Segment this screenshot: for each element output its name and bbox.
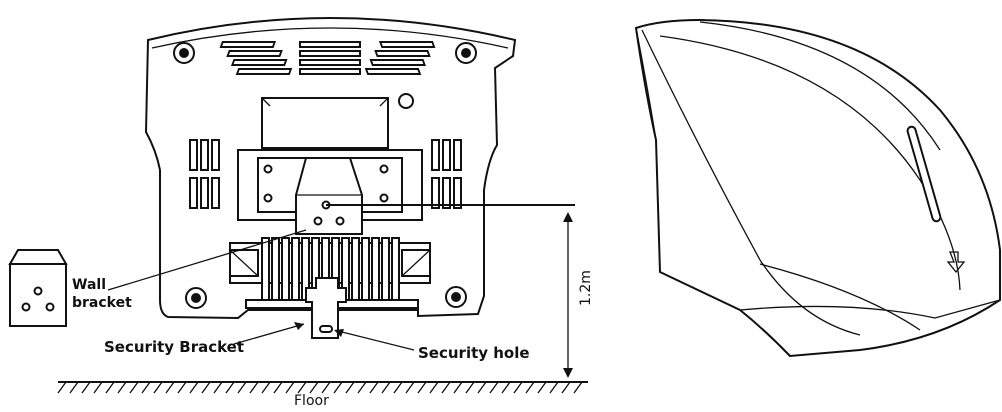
arrow-down-icon: [946, 251, 966, 274]
floor-hatch-mark: [477, 381, 487, 394]
security-hole-label: Security hole: [418, 344, 530, 362]
screw-bottom-left: [185, 287, 207, 309]
floor-hatch-mark: [537, 381, 547, 394]
floor-hatch-mark: [417, 381, 427, 394]
floor-hatch-mark: [309, 381, 319, 394]
floor-hatch-mark: [261, 381, 271, 394]
dryer-perspective-view: [634, 18, 1001, 358]
floor-hatch-mark: [429, 381, 439, 394]
floor-hatch-mark: [561, 381, 571, 394]
side-vents-left: [189, 139, 220, 209]
floor-label: Floor: [294, 393, 329, 409]
mount-plate-screws: [263, 164, 389, 203]
floor-hatch-mark: [81, 381, 91, 394]
height-dimension: [563, 212, 573, 378]
floor-hatch-mark: [297, 381, 307, 394]
height-label: 1.2m: [578, 270, 594, 306]
floor-hatch-mark: [321, 381, 331, 394]
security-hole-leader: [334, 329, 415, 351]
floor-line: [57, 381, 588, 394]
floor-hatch-mark: [393, 381, 403, 394]
floor-hatch-mark: [93, 381, 103, 394]
side-vents-right: [431, 139, 462, 209]
floor-hatch-mark: [153, 381, 163, 394]
floor-hatch-mark: [357, 381, 367, 394]
dryer-front-body: [634, 18, 1001, 358]
security-bracket: [305, 277, 347, 339]
floor-hatch-mark: [441, 381, 451, 394]
floor-hatch-mark: [129, 381, 139, 394]
floor-hatch-mark: [69, 381, 79, 394]
wall-bracket-label-line1: Wall: [72, 277, 106, 293]
floor-hatch-mark: [117, 381, 127, 394]
socket-outlet: [8, 249, 68, 327]
floor-hatch-mark: [249, 381, 259, 394]
floor-hatch-mark: [489, 381, 499, 394]
dryer-back-view: [144, 17, 517, 339]
sensor-window: [906, 125, 942, 223]
floor-hatch-mark: [501, 381, 511, 394]
floor-hatch-mark: [165, 381, 175, 394]
wall-bracket-leader: [107, 229, 307, 291]
floor-hatch-mark: [381, 381, 391, 394]
floor-hatch-mark: [105, 381, 115, 394]
label-plate: [261, 97, 389, 149]
bottom-grille: [229, 237, 431, 309]
floor-hatch-mark: [453, 381, 463, 394]
floor-hatch-mark: [513, 381, 523, 394]
floor-hatch-mark: [369, 381, 379, 394]
top-vent-grille: [219, 41, 436, 75]
wall-bracket: [295, 157, 363, 235]
floor-hatch-mark: [141, 381, 151, 394]
floor-hatch-mark: [177, 381, 187, 394]
security-bracket-leader: [233, 322, 305, 345]
floor-hatch-mark: [57, 381, 67, 394]
small-hole: [398, 93, 414, 109]
floor-hatch-mark: [237, 381, 247, 394]
screw-bottom-right: [445, 286, 467, 308]
floor-hatch-mark: [465, 381, 475, 394]
security-bracket-label: Security Bracket: [104, 338, 244, 356]
floor-hatch-mark: [573, 381, 583, 394]
floor-hatch-mark: [525, 381, 535, 394]
wall-bracket-label-line2: bracket: [72, 295, 132, 311]
screw-top-left: [173, 42, 195, 64]
floor-hatch-mark: [213, 381, 223, 394]
dryer-side-panel: [635, 27, 661, 273]
floor-hatch-mark: [405, 381, 415, 394]
floor-hatch-mark: [273, 381, 283, 394]
floor-hatch-mark: [225, 381, 235, 394]
floor-hatch-mark: [189, 381, 199, 394]
floor-hatch-mark: [201, 381, 211, 394]
floor-hatch-mark: [345, 381, 355, 394]
floor-hatch-mark: [549, 381, 559, 394]
screw-top-right: [455, 42, 477, 64]
floor-hatch-mark: [285, 381, 295, 394]
floor-hatch-mark: [333, 381, 343, 394]
